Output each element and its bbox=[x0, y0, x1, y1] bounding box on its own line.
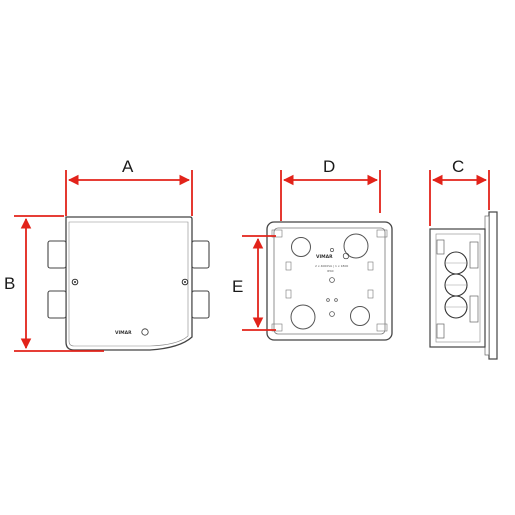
right-screw bbox=[181, 278, 189, 286]
top-view: VIMAR 2 x 4000VA | 1 x 1800 IP40 bbox=[266, 221, 393, 341]
dimension-label-b: B bbox=[4, 274, 15, 293]
dimension-e bbox=[242, 235, 276, 331]
ip-rating-text: IP40 bbox=[327, 269, 334, 273]
knockout-top-right bbox=[343, 233, 369, 259]
dimension-d bbox=[280, 170, 381, 221]
svg-text:VIMAR: VIMAR bbox=[115, 330, 132, 336]
knockout-bottom-left bbox=[290, 304, 316, 330]
dimension-c bbox=[429, 170, 490, 226]
dimension-label-a: A bbox=[122, 157, 134, 176]
left-upper-knockout bbox=[47, 240, 67, 269]
front-view: VIMAR bbox=[47, 216, 210, 351]
right-lower-knockout bbox=[191, 290, 210, 319]
side-view bbox=[429, 211, 498, 360]
dimension-label-d: D bbox=[323, 157, 335, 176]
front-logo: VIMAR bbox=[115, 328, 149, 336]
dimension-a bbox=[65, 170, 193, 216]
dimension-label-c: C bbox=[452, 157, 464, 176]
knockout-bottom-right bbox=[350, 306, 370, 326]
left-lower-knockout bbox=[47, 290, 67, 319]
dimension-b bbox=[14, 215, 104, 352]
dimension-label-e: E bbox=[232, 277, 243, 296]
left-screw bbox=[71, 278, 79, 286]
right-upper-knockout bbox=[191, 240, 210, 269]
rating-text: 2 x 4000VA | 1 x 1800 bbox=[315, 264, 348, 268]
inside-logo: VIMAR bbox=[316, 252, 350, 260]
knockout-top-left bbox=[291, 237, 311, 257]
svg-text:VIMAR: VIMAR bbox=[316, 254, 333, 260]
